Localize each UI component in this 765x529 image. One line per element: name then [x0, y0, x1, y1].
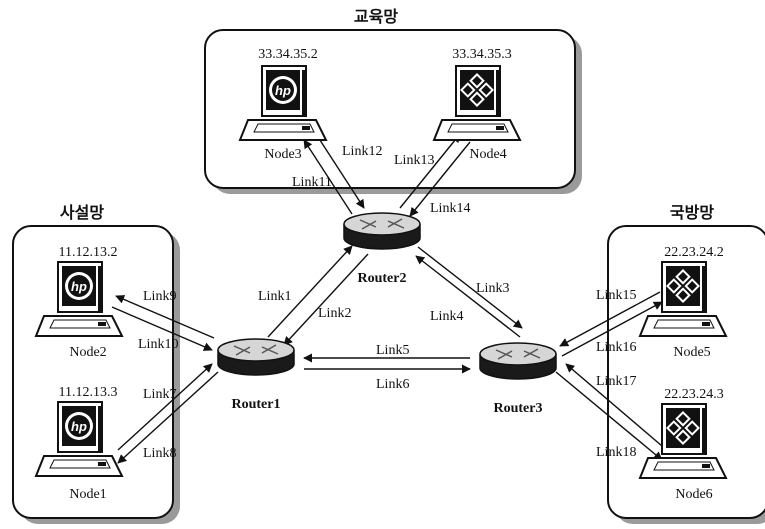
link9-arrow: [115, 295, 215, 339]
node1-ip: 11.12.13.3: [59, 385, 118, 400]
link6-label: Link6: [376, 377, 409, 392]
link7-arrow: [117, 363, 213, 451]
link15-arrow: [559, 291, 661, 347]
link11-label: Link11: [292, 175, 332, 190]
link10-label: Link10: [138, 337, 178, 352]
node2-name: Node2: [69, 345, 106, 360]
router1-icon: [217, 338, 295, 376]
link4-label: Link4: [430, 309, 463, 324]
node1-name: Node1: [69, 487, 106, 502]
link1-arrow: [267, 245, 353, 338]
link18-arrow: [555, 371, 663, 461]
router1-label: Router1: [232, 397, 281, 412]
defense-network-title: 국방망: [670, 203, 714, 222]
link3-arrow: [415, 255, 521, 338]
link18-label: Link18: [596, 445, 636, 460]
link3-label: Link3: [476, 281, 509, 296]
link13-arrow: [399, 133, 461, 209]
link16-arrow: [561, 301, 663, 357]
education-network-title: 교육망: [354, 7, 398, 26]
link15-label: Link15: [596, 288, 636, 303]
private-network-title: 사설망: [60, 203, 104, 222]
link17-arrow: [565, 363, 663, 447]
link12-arrow: [315, 133, 365, 209]
link1-label: Link1: [258, 289, 291, 304]
link11-arrow: [303, 139, 353, 215]
node5-ip: 22.23.24.2: [664, 245, 724, 260]
router3-icon: [479, 342, 557, 380]
link17-label: Link17: [596, 374, 636, 389]
router2-icon: [343, 212, 421, 250]
link14-arrow: [409, 141, 471, 217]
link16-label: Link16: [596, 340, 636, 355]
link14-label: Link14: [430, 201, 470, 216]
link-arrows: [111, 133, 663, 464]
node4-ip: 33.34.35.3: [452, 47, 512, 62]
router2-label: Router2: [358, 271, 407, 286]
link8-label: Link8: [143, 446, 176, 461]
link8-arrow: [117, 371, 219, 464]
link10-arrow: [111, 306, 213, 351]
node2-ip: 11.12.13.2: [59, 245, 118, 260]
node6-ip: 22.23.24.3: [664, 387, 724, 402]
router3-label: Router3: [494, 401, 543, 416]
node3-name: Node3: [264, 147, 301, 162]
node3-ip: 33.34.35.2: [258, 47, 318, 62]
link9-label: Link9: [143, 289, 176, 304]
link4-arrow: [417, 246, 523, 329]
node6-name: Node6: [675, 487, 712, 502]
link2-arrow: [283, 253, 369, 346]
node5-name: Node5: [673, 345, 710, 360]
link7-label: Link7: [143, 387, 176, 402]
link2-label: Link2: [318, 306, 351, 321]
node4-name: Node4: [469, 147, 506, 162]
link13-label: Link13: [394, 153, 434, 168]
link12-label: Link12: [342, 144, 382, 159]
link5-label: Link5: [376, 343, 409, 358]
